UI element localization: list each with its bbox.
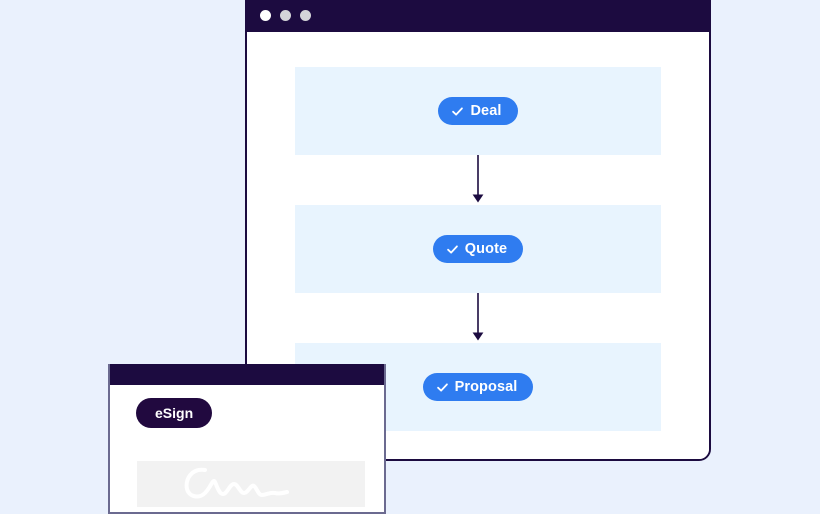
screenshot-stage: Deal: [108, 0, 711, 514]
stage-badge-proposal[interactable]: Proposal: [422, 372, 534, 402]
esign-window-content: eSign: [110, 385, 384, 512]
window-content: Deal: [247, 32, 709, 459]
check-icon: [436, 381, 449, 394]
esign-window-titlebar: [110, 364, 384, 385]
stage-row-deal: Deal: [295, 67, 661, 155]
stage-badge-quote-label: Quote: [464, 240, 508, 257]
stage-badge-deal[interactable]: Deal: [438, 96, 518, 126]
stage-badge-proposal-label: Proposal: [454, 378, 518, 395]
signature-stroke-icon: [184, 467, 289, 499]
esign-window: eSign: [108, 364, 386, 514]
stage-badge-quote[interactable]: Quote: [432, 234, 524, 264]
arrow-down-icon: [468, 155, 488, 205]
arrow-down-icon: [468, 293, 488, 343]
deal-flow-window: Deal: [245, 0, 711, 461]
close-dot[interactable]: [260, 10, 271, 21]
stage-row-quote: Quote: [295, 205, 661, 293]
check-icon: [446, 243, 459, 256]
minimize-dot[interactable]: [280, 10, 291, 21]
deal-flow-diagram: Deal: [247, 67, 709, 431]
check-icon: [451, 105, 464, 118]
signature-canvas[interactable]: [137, 461, 365, 507]
esign-badge-label: eSign: [155, 405, 194, 421]
stage-badge-deal-label: Deal: [470, 102, 502, 119]
maximize-dot[interactable]: [300, 10, 311, 21]
window-titlebar: [247, 0, 709, 32]
esign-badge[interactable]: eSign: [136, 398, 213, 428]
